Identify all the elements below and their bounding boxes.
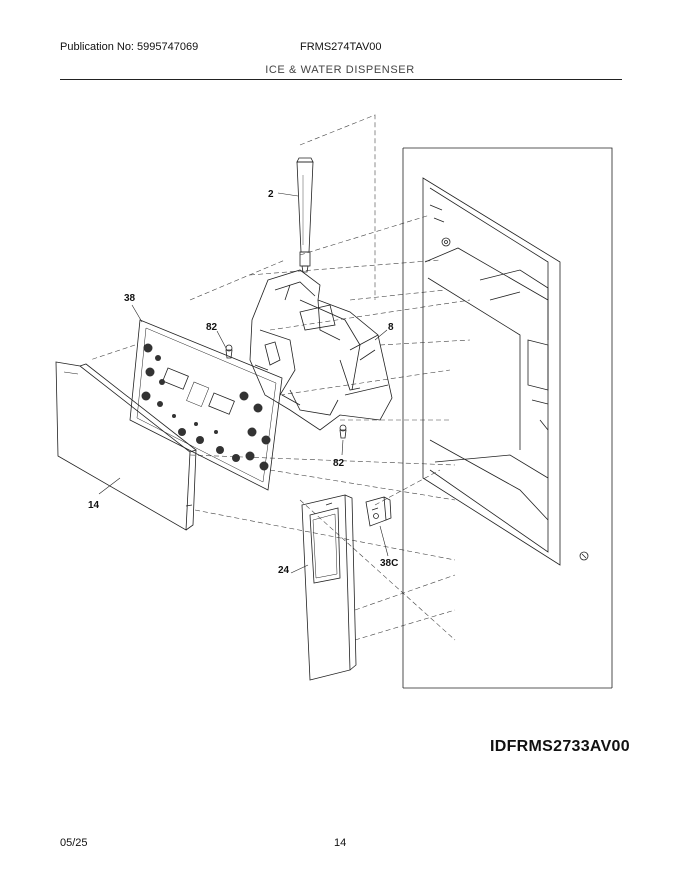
- callout-38: 38: [124, 293, 136, 304]
- header-rule: [60, 79, 622, 80]
- front-panel-part-14: [55, 361, 197, 531]
- diagram-identifier: IDFRMS2733AV00: [490, 738, 630, 755]
- callout-14: 14: [88, 500, 100, 511]
- control-board-part-38: [129, 319, 283, 491]
- callout-38c: 38C: [380, 558, 398, 569]
- model-number: FRMS274TAV00: [300, 41, 382, 53]
- callout-2: 2: [268, 189, 274, 200]
- switch-part-38c: [365, 496, 392, 527]
- control-board-buttons: [141, 343, 271, 471]
- ice-chute-part-2: [296, 157, 314, 273]
- dispenser-door-part-24: [301, 494, 357, 681]
- section-title: ICE & WATER DISPENSER: [265, 64, 415, 76]
- callout-82-lower: 82: [333, 458, 345, 469]
- callout-8: 8: [388, 322, 394, 333]
- page-number: 14: [334, 837, 347, 849]
- dispenser-housing-part-8: [249, 269, 393, 431]
- door-liner: [402, 147, 613, 689]
- callout-82-upper: 82: [206, 322, 218, 333]
- callout-24: 24: [278, 565, 290, 576]
- callout-leaders: [98, 192, 389, 574]
- screw-part-82-lower: [339, 424, 347, 439]
- footer-date: 05/25: [60, 837, 88, 849]
- dash-guide-lines: [89, 114, 471, 641]
- publication-number: Publication No: 5995747069: [60, 41, 199, 53]
